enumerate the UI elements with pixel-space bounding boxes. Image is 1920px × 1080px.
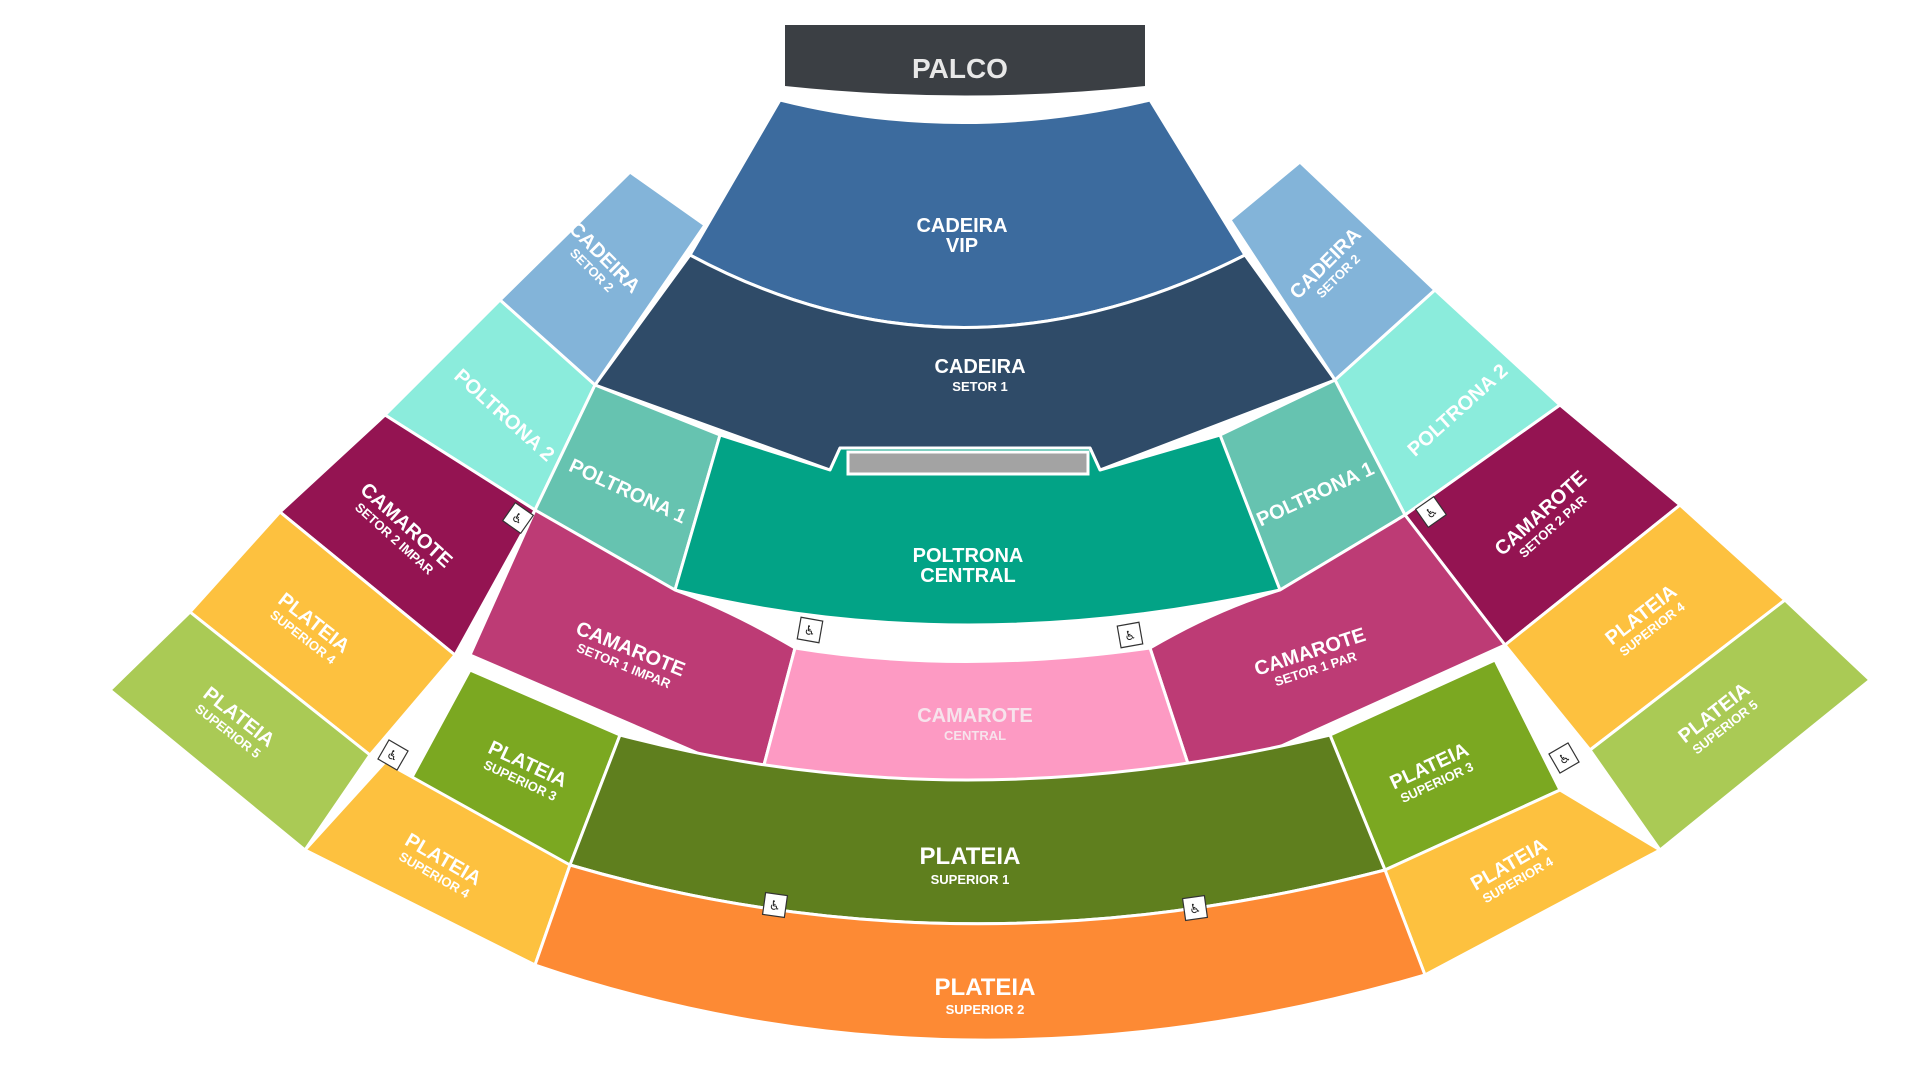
accessibility-markers: ♿ ♿ ♿ ♿ ♿ ♿ ♿ ♿ xyxy=(377,495,1580,922)
label-camarote-central-1: CAMAROTE xyxy=(917,705,1033,727)
label-cadeira-vip-2: VIP xyxy=(946,235,978,257)
label-cadeira-setor-1-1: CADEIRA xyxy=(934,356,1025,378)
wheelchair-icon[interactable]: ♿ xyxy=(761,891,789,919)
stage-label: PALCO xyxy=(912,53,1008,84)
wheelchair-icon[interactable]: ♿ xyxy=(1414,495,1448,529)
section-cadeira-setor-1[interactable] xyxy=(593,253,1337,472)
label-cadeira-vip-1: CADEIRA xyxy=(916,215,1007,237)
wheelchair-icon[interactable]: ♿ xyxy=(1548,742,1580,774)
wheelchair-icon[interactable]: ♿ xyxy=(1181,894,1209,922)
stage: PALCO xyxy=(785,25,1145,96)
section-camarote-setor-1-par[interactable] xyxy=(1148,513,1507,787)
wheelchair-icon[interactable]: ♿ xyxy=(796,616,824,644)
label-plateia-superior-1-1: PLATEIA xyxy=(920,843,1021,870)
label-plateia-superior-2-1: PLATEIA xyxy=(935,974,1036,1001)
stage-shape xyxy=(785,25,1145,96)
svg-text:♿: ♿ xyxy=(803,623,817,640)
label-plateia-superior-2-2: SUPERIOR 2 xyxy=(946,1002,1025,1017)
section-plateia-superior-5-left[interactable] xyxy=(108,610,372,852)
wheelchair-icon[interactable]: ♿ xyxy=(501,501,535,535)
svg-text:♿: ♿ xyxy=(1188,901,1202,917)
svg-text:♿: ♿ xyxy=(1123,628,1137,645)
sections xyxy=(108,98,1872,1042)
label-cadeira-setor-1-2: SETOR 1 xyxy=(952,379,1007,394)
label-plateia-superior-1-2: SUPERIOR 1 xyxy=(931,872,1010,887)
section-poltrona-central[interactable] xyxy=(673,433,1282,627)
label-camarote-central-2: CENTRAL xyxy=(944,728,1006,743)
wheelchair-icon[interactable]: ♿ xyxy=(377,739,409,771)
svg-text:♿: ♿ xyxy=(768,898,782,914)
control-booth xyxy=(846,450,1090,476)
wheelchair-icon[interactable]: ♿ xyxy=(1116,621,1144,649)
section-plateia-superior-5-right[interactable] xyxy=(1588,598,1872,852)
label-poltrona-central-2: CENTRAL xyxy=(920,565,1016,587)
label-poltrona-central-1: POLTRONA xyxy=(913,545,1024,567)
